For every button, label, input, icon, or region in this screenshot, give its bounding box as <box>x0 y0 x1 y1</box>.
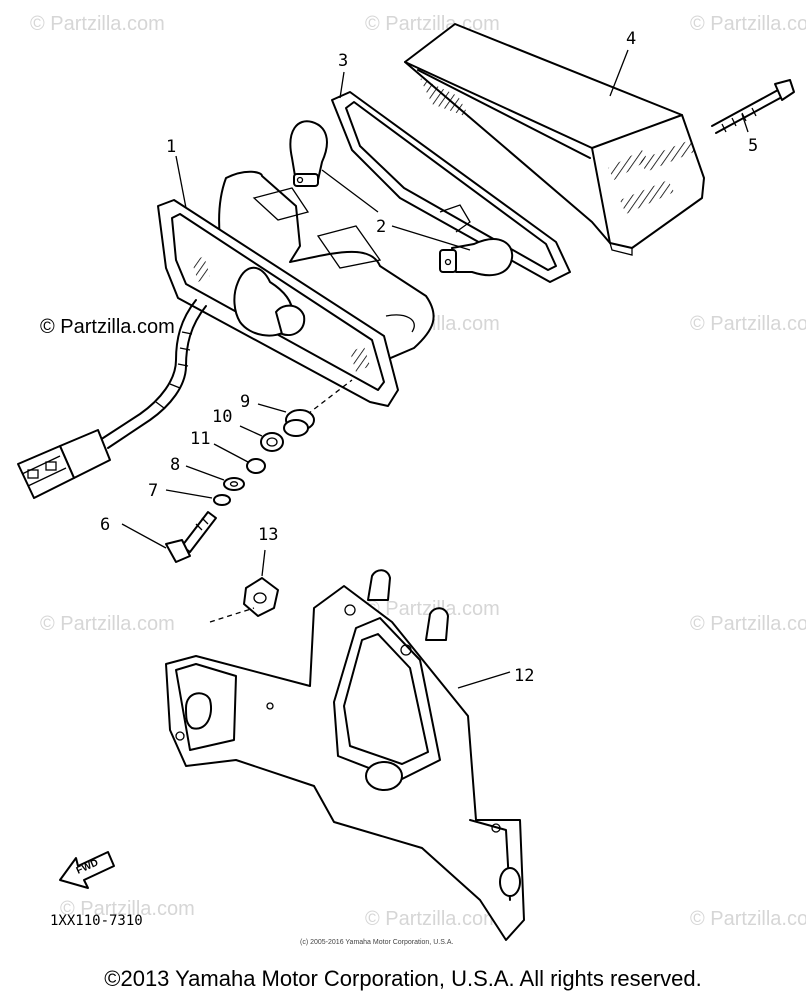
watermark: © Partzilla.com <box>40 613 175 635</box>
callout-1: 1 <box>166 137 176 157</box>
callout-8: 8 <box>170 455 180 475</box>
callout-7: 7 <box>148 481 158 501</box>
part-3-gasket <box>331 91 571 283</box>
part-10-collar <box>239 425 284 452</box>
part-4-lens <box>404 23 705 256</box>
callout-10: 10 <box>212 407 232 427</box>
callout-12: 12 <box>514 666 534 686</box>
callout-2: 2 <box>376 217 386 237</box>
callout-labels: 1 2 3 4 5 6 7 8 9 10 11 12 13 <box>100 29 758 686</box>
callout-9: 9 <box>240 392 250 412</box>
wire-harness <box>17 299 207 499</box>
part-7-lock-washer <box>165 489 231 506</box>
watermark: © Partzilla.com <box>365 908 500 930</box>
watermark: © Partzilla.com <box>365 598 500 620</box>
part-11-collar <box>213 443 266 474</box>
parts-diagram: © Partzilla.com © Partzilla.com © Partzi… <box>17 13 806 946</box>
watermark: © Partzilla.com <box>30 13 165 35</box>
watermark-dark: © Partzilla.com <box>40 316 175 338</box>
part-12-bracket <box>165 569 525 941</box>
watermark: © Partzilla.com <box>690 908 806 930</box>
callout-6: 6 <box>100 515 110 535</box>
callout-4: 4 <box>626 29 636 49</box>
watermark: © Partzilla.com <box>690 613 806 635</box>
callout-3: 3 <box>338 51 348 71</box>
part-8-washer <box>185 465 245 491</box>
small-copyright: (c) 2005-2016 Yamaha Motor Corporation, … <box>300 939 453 946</box>
footer-copyright: ©2013 Yamaha Motor Corporation, U.S.A. A… <box>104 966 702 991</box>
part-1-base <box>157 199 399 407</box>
part-6-bolt <box>121 511 217 563</box>
watermark: © Partzilla.com <box>365 13 500 35</box>
callout-5: 5 <box>748 136 758 156</box>
diagram-code: 1XX110-7310 <box>50 913 143 929</box>
part-13-nut <box>209 549 279 623</box>
part-2-bulbs <box>289 120 514 277</box>
watermark: © Partzilla.com <box>690 13 806 35</box>
part-5-screw <box>711 79 795 134</box>
watermark: © Partzilla.com <box>690 313 806 335</box>
callout-13: 13 <box>258 525 278 545</box>
part-9-grommet <box>257 403 315 437</box>
fwd-arrow: FWD <box>59 851 115 889</box>
callout-11: 11 <box>190 429 210 449</box>
watermark: © Partzilla.com <box>60 898 195 920</box>
